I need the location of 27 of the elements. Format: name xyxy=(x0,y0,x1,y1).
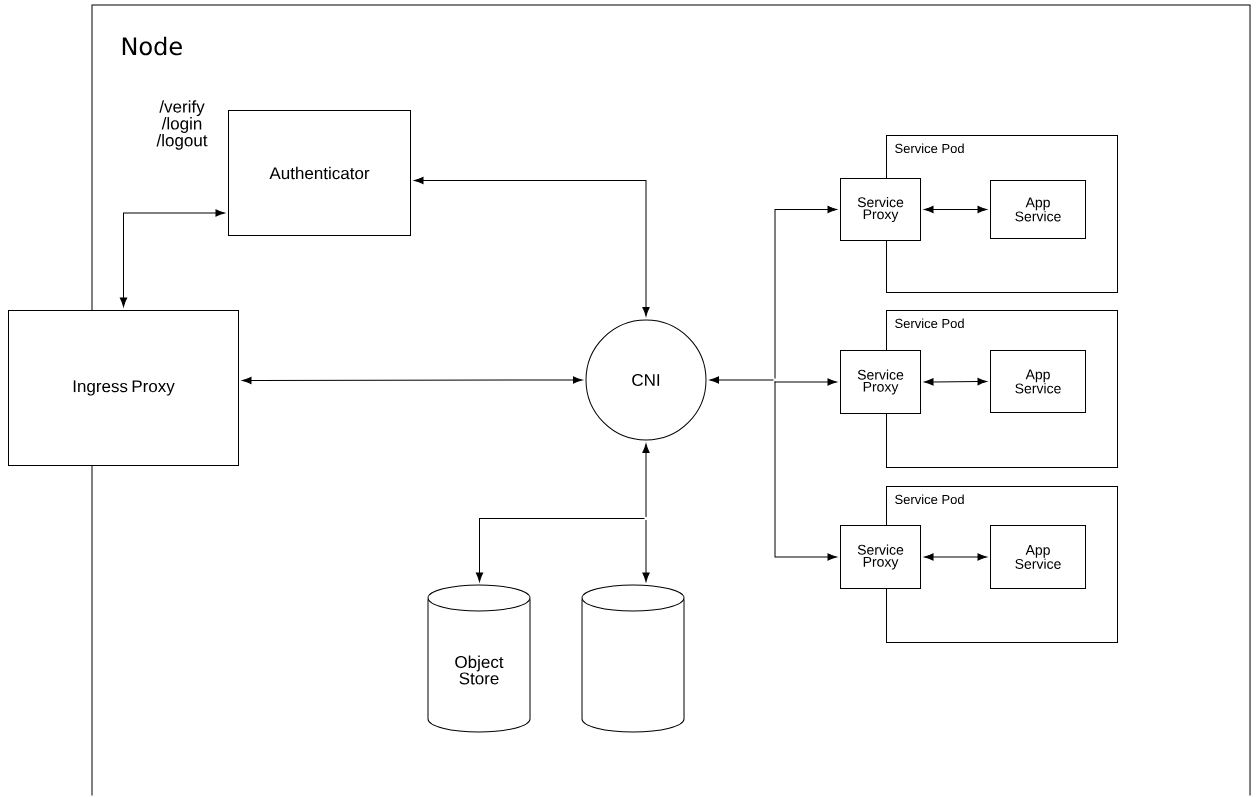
arrow xyxy=(119,209,225,307)
arrow xyxy=(642,519,650,582)
process-box: Service Proxy xyxy=(840,525,921,589)
arrow xyxy=(774,381,837,561)
frame-heading: Node xyxy=(122,36,182,56)
arrow xyxy=(642,443,650,518)
process-box: App Service xyxy=(990,180,1086,239)
arrow xyxy=(414,176,650,317)
process-box: App Service xyxy=(990,350,1086,413)
arrow xyxy=(242,376,583,385)
edge-label: /verify /login /logout xyxy=(146,99,218,151)
process-box: Ingress Proxy xyxy=(8,310,239,466)
process-box: Service Proxy xyxy=(840,178,921,241)
process-box: App Service xyxy=(990,525,1086,589)
database-cylinder xyxy=(581,584,685,733)
circle-node: CNI xyxy=(585,319,707,441)
node-label: Object Store xyxy=(455,655,504,685)
process-box: Service Proxy xyxy=(840,350,921,414)
process-box: Authenticator xyxy=(228,110,411,236)
arrow xyxy=(924,553,987,561)
arrow xyxy=(709,376,774,384)
arrow xyxy=(774,378,837,386)
arrow xyxy=(475,518,645,582)
database-cylinder: Object Store xyxy=(427,584,531,733)
arrow xyxy=(924,377,987,386)
arrow xyxy=(774,205,837,379)
arrow xyxy=(924,205,987,214)
